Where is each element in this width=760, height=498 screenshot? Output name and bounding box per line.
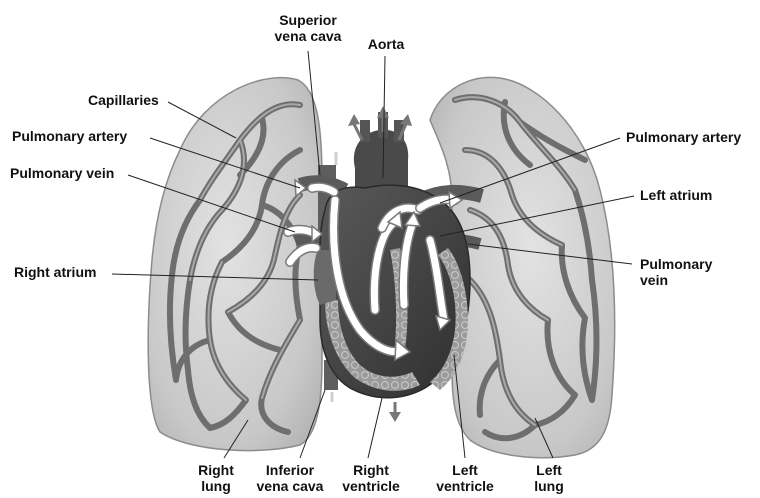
label-pulmonary-vein-left: Pulmonary vein (10, 165, 114, 181)
label-pulmonary-artery-right: Pulmonary artery (626, 129, 741, 145)
label-capillaries: Capillaries (88, 92, 159, 108)
label-inferior-vena-cava: Inferior vena cava (248, 462, 332, 494)
label-right-lung: Right lung (186, 462, 246, 494)
label-left-atrium: Left atrium (640, 187, 712, 203)
label-pulmonary-artery-left: Pulmonary artery (12, 128, 127, 144)
label-superior-vena-cava: Superior vena cava (266, 12, 350, 44)
label-right-ventricle: Right ventricle (334, 462, 408, 494)
label-left-ventricle: Left ventricle (428, 462, 502, 494)
label-aorta: Aorta (362, 36, 410, 52)
right-lung-shape (148, 78, 322, 451)
label-right-atrium: Right atrium (14, 264, 96, 280)
label-pulmonary-vein-right: Pulmonary vein (640, 256, 712, 288)
label-left-lung: Left lung (520, 462, 578, 494)
